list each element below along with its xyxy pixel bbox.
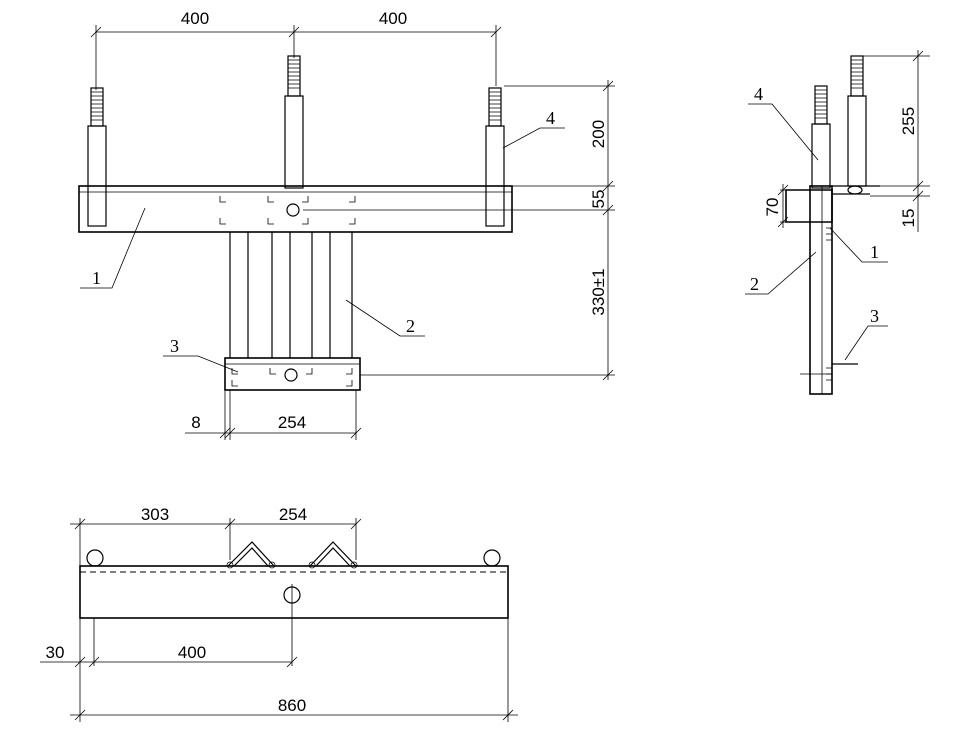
side-view: 255 70 15 4 1 2 3 <box>745 50 930 395</box>
plan-view: 303 254 <box>40 505 518 722</box>
callout-4: 4 <box>546 108 555 128</box>
right-dimension-lines <box>303 80 615 381</box>
bottom-plate <box>224 357 361 391</box>
side-dim-15: 15 <box>899 209 918 228</box>
plan-dim-30: 30 <box>46 643 65 662</box>
bottom-dimension-lines <box>185 390 362 440</box>
dim-bolt-200: 200 <box>589 120 608 148</box>
side-callout-leaders <box>745 103 888 361</box>
top-dimension-line <box>90 25 502 90</box>
side-angle <box>785 185 880 241</box>
bolt-center <box>284 55 304 189</box>
callout-1: 1 <box>92 268 101 288</box>
bolt-left <box>87 87 107 227</box>
plan-bolt-left <box>86 549 104 567</box>
callout-2: 2 <box>406 316 415 336</box>
plan-dim-303: 303 <box>141 505 169 524</box>
dim-offset-55: 55 <box>589 190 608 209</box>
vertical-channels <box>229 232 353 358</box>
bolt-right <box>485 87 505 227</box>
side-bolt-right <box>847 55 867 187</box>
plan-dim-400: 400 <box>178 643 206 662</box>
plan-dim-254: 254 <box>279 505 307 524</box>
side-dimension-lines <box>777 50 930 232</box>
side-dim-70: 70 <box>763 198 782 217</box>
dim-spacing-254: 254 <box>278 413 306 432</box>
plan-top-dimension <box>70 518 362 566</box>
plan-beam <box>79 565 509 722</box>
side-lower-plate <box>800 363 858 381</box>
side-bolt-left <box>811 85 831 189</box>
side-callout-3: 3 <box>870 306 879 326</box>
side-callout-1: 1 <box>870 242 879 262</box>
dim-gap-8: 8 <box>191 413 200 432</box>
plan-channels <box>226 541 358 569</box>
front-view: 400 400 <box>78 9 615 440</box>
plan-dim-860: 860 <box>278 696 306 715</box>
dim-top-left-400: 400 <box>181 9 209 28</box>
plan-bottom-dimension <box>40 656 518 721</box>
callout-leaders <box>80 127 565 373</box>
callout-3: 3 <box>170 336 179 356</box>
dim-top-right-400: 400 <box>379 9 407 28</box>
side-callout-4: 4 <box>754 84 763 104</box>
side-vertical-channel <box>809 185 833 395</box>
plan-bolt-right <box>483 549 501 567</box>
dim-span-330: 330±1 <box>589 268 608 315</box>
side-callout-2: 2 <box>750 274 759 294</box>
top-beam <box>78 185 513 233</box>
side-dim-255: 255 <box>899 107 918 135</box>
